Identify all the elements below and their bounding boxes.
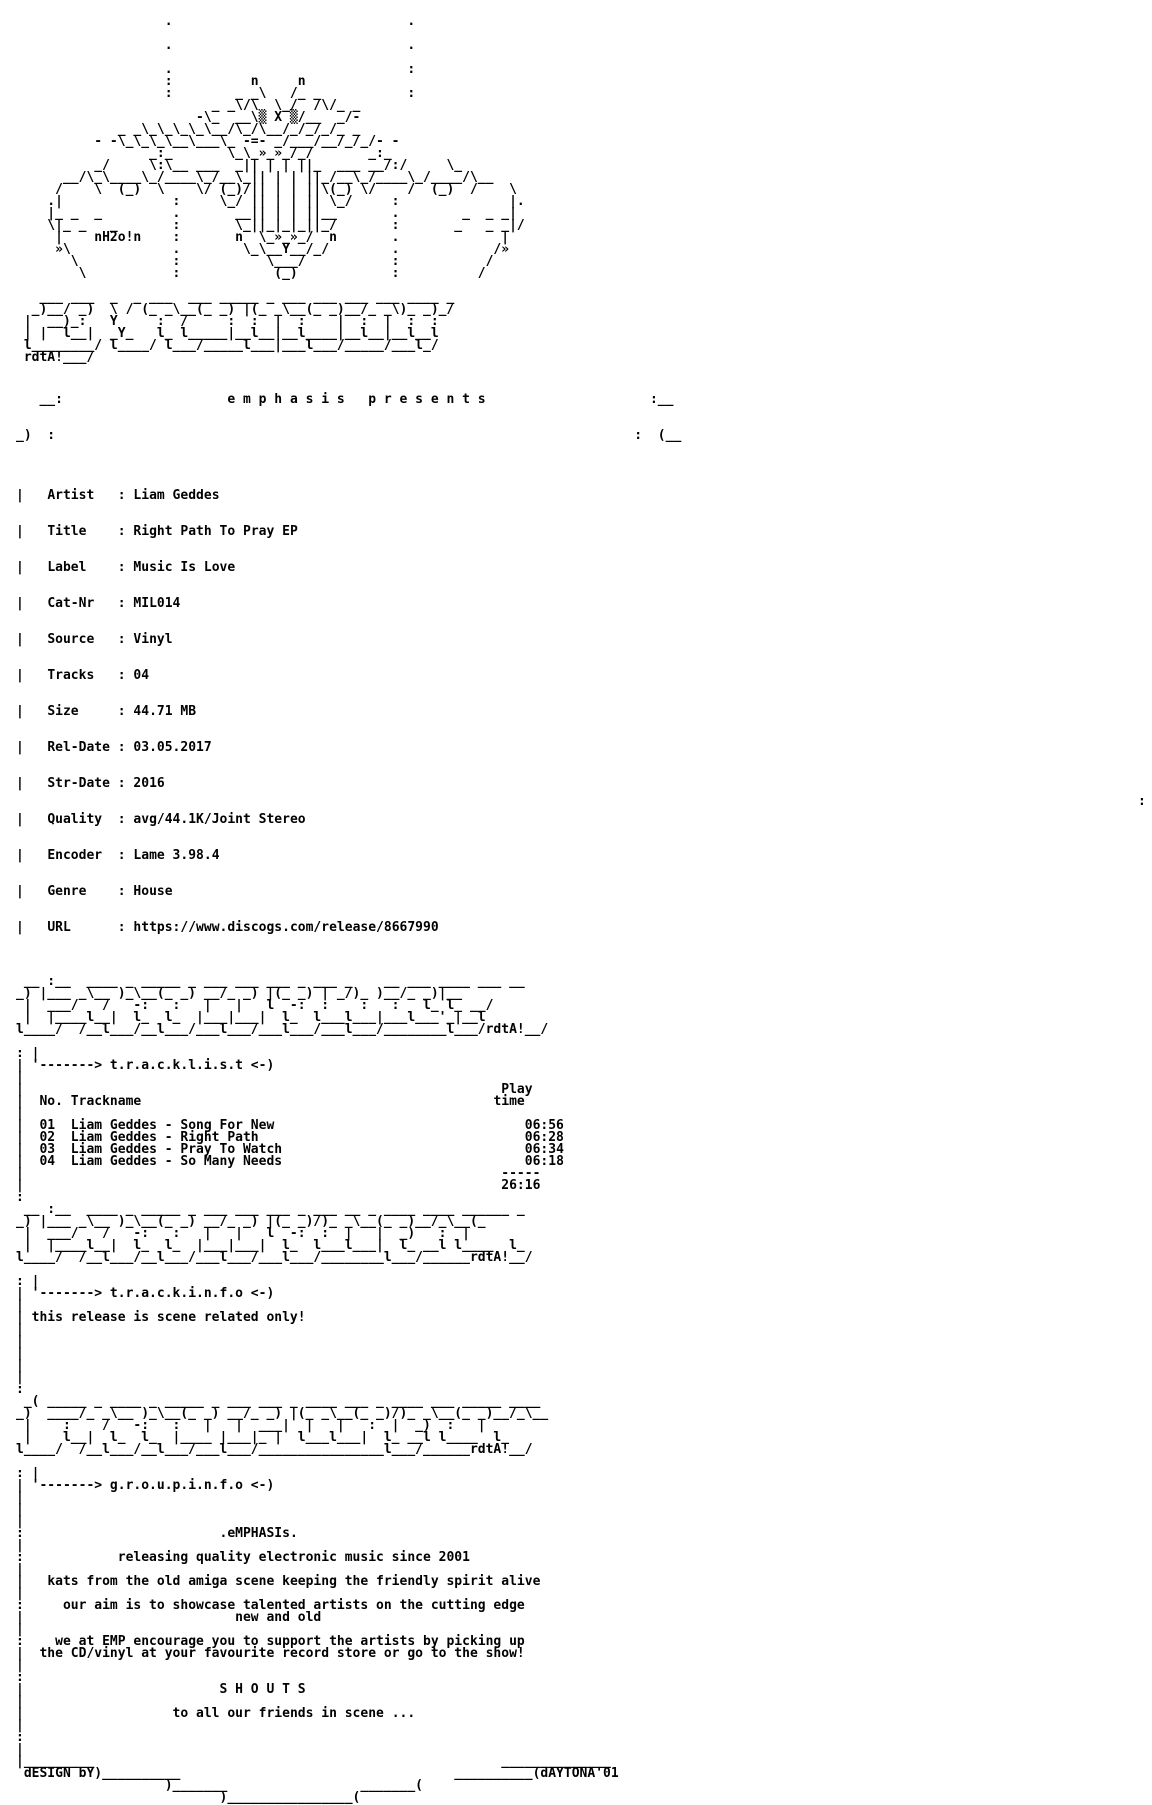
field-value-title: Right Path To Pray EP — [133, 524, 298, 539]
header-art: . . . . . : : n n : — [47, 14, 525, 281]
track-time: 06:56 — [524, 1118, 564, 1133]
group-logo: ___ ___ _ _ ___ ___ _____ _ ___ ___ ___ … — [23, 290, 455, 365]
field-value-quality: avg/44.1K/Joint Stereo — [133, 812, 306, 827]
track-no: 04 — [39, 1154, 56, 1169]
group-info-line: new and old — [235, 1610, 322, 1625]
presents-text: e m p h a s i s p r e s e n t s — [227, 392, 486, 407]
field-value-reldate: 03.05.2017 — [133, 740, 212, 755]
design-by-label: dESIGN bY — [23, 1766, 95, 1781]
track-no: 02 — [39, 1130, 56, 1145]
field-value-size: 44.71 MB — [133, 704, 197, 719]
field-key-title: Title — [47, 524, 110, 539]
tracklist-total: 26:16 — [501, 1178, 541, 1193]
field-value-tracks: 04 — [133, 668, 150, 683]
info-row-label: | Label : Music Is Love — [16, 560, 236, 575]
tracklist-banner: __ :__ ____ _ _____ _ ___ ___ ___ _ ___ … — [16, 974, 549, 1037]
info-row-url: | URL : https://www.discogs.com/release/… — [16, 920, 439, 935]
field-key-url: URL — [47, 920, 110, 935]
shouts-title: S H O U T S — [219, 1682, 306, 1697]
group-info-line: releasing quality electronic music since… — [117, 1550, 470, 1565]
footer-credit: dAYTONA'01 — [540, 1766, 619, 1781]
info-row-reldate: | Rel-Date : 03.05.2017 — [16, 740, 212, 755]
info-row-encoder: | Encoder : Lame 3.98.4 — [16, 848, 220, 863]
field-key-artist: Artist — [47, 488, 110, 503]
field-value-source: Vinyl — [133, 632, 173, 647]
info-row-quality: | Quality : avg/44.1K/Joint Stereo — [16, 812, 306, 827]
tracklist-header-play: Play — [501, 1082, 533, 1097]
info-row-size: | Size : 44.71 MB — [16, 704, 197, 719]
trackinfo-title: t.r.a.c.k.i.n.f.o — [109, 1286, 243, 1301]
presents-line: __: e m p h a s i s p r e s e n t s :__ — [16, 392, 674, 407]
group-info-line: we at EMP encourage you to support the a… — [55, 1634, 525, 1649]
tracklist-title: t.r.a.c.k.l.i.s.t — [109, 1058, 243, 1073]
field-value-genre: House — [133, 884, 173, 899]
field-value-url[interactable]: https://www.discogs.com/release/8667990 — [133, 920, 439, 935]
groupinfo-title: g.r.o.u.p.i.n.f.o — [109, 1478, 243, 1493]
track-name: Liam Geddes - Right Path — [70, 1130, 259, 1145]
group-info-line: our aim is to showcase talented artists … — [62, 1598, 525, 1613]
field-key-label: Label — [47, 560, 110, 575]
info-row-title: | Title : Right Path To Pray EP — [16, 524, 298, 539]
field-key-encoder: Encoder — [47, 848, 110, 863]
group-name: .eMPHASIs. — [219, 1526, 298, 1541]
field-value-catnr: MIL014 — [133, 596, 181, 611]
track-time: 06:28 — [524, 1130, 564, 1145]
stray-mark: : — [1138, 794, 1146, 809]
track-time: 06:18 — [524, 1154, 564, 1169]
tracklist-separator: ----- — [501, 1166, 541, 1181]
group-info-line: kats from the old amiga scene keeping th… — [47, 1574, 541, 1589]
trackinfo-text: this release is scene related only! — [31, 1310, 306, 1325]
info-row-artist: | Artist : Liam Geddes — [16, 488, 220, 503]
track-no: 03 — [39, 1142, 56, 1157]
field-value-strdate: 2016 — [133, 776, 165, 791]
tracklist-header-name: Trackname — [70, 1094, 142, 1109]
info-row-genre: | Genre : House — [16, 884, 173, 899]
field-key-strdate: Str-Date — [47, 776, 110, 791]
shouts-text: to all our friends in scene ... — [172, 1706, 416, 1721]
info-row-tracks: | Tracks : 04 — [16, 668, 150, 683]
field-value-label: Music Is Love — [133, 560, 236, 575]
field-key-tracks: Tracks — [47, 668, 110, 683]
field-value-encoder: Lame 3.98.4 — [133, 848, 220, 863]
track-name: Liam Geddes - Song For New — [70, 1118, 275, 1133]
track-name: Liam Geddes - So Many Needs — [70, 1154, 283, 1169]
info-row-catnr: | Cat-Nr : MIL014 — [16, 596, 181, 611]
tracklist-header-no: No. — [39, 1094, 63, 1109]
field-value-artist: Liam Geddes — [133, 488, 220, 503]
track-no: 01 — [39, 1118, 56, 1133]
nfo-document: . . . . . : : n n : — [16, 14, 1136, 1804]
field-key-quality: Quality — [47, 812, 110, 827]
field-key-size: Size — [47, 704, 110, 719]
groupinfo-banner: _( _____ _ ____ _ _____ _ ___ ___ _ ____… — [16, 1394, 549, 1457]
field-key-catnr: Cat-Nr — [47, 596, 110, 611]
field-key-reldate: Rel-Date — [47, 740, 110, 755]
info-row-strdate: | Str-Date : 2016 — [16, 776, 165, 791]
field-key-source: Source — [47, 632, 110, 647]
info-row-source: | Source : Vinyl — [16, 632, 173, 647]
group-info-line: the CD/vinyl at your favourite record st… — [39, 1646, 525, 1661]
track-time: 06:34 — [524, 1142, 564, 1157]
track-name: Liam Geddes - Pray To Watch — [70, 1142, 283, 1157]
tracklist-header-time: time — [493, 1094, 525, 1109]
trackinfo-banner: __ :__ ____ _ _____ _ ___ ___ ___ _ ___ … — [16, 1202, 533, 1265]
field-key-genre: Genre — [47, 884, 110, 899]
